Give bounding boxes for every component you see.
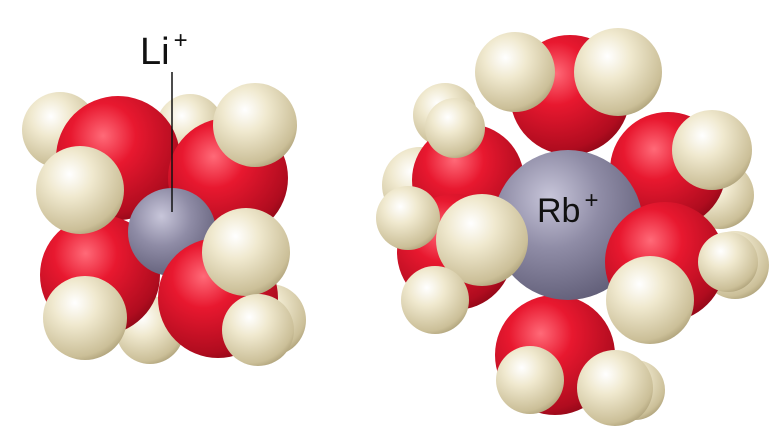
hydrogen-atom xyxy=(672,110,752,190)
hydrogen-atom xyxy=(213,83,297,167)
hydrogen-atom xyxy=(401,266,469,334)
hydrogen-atom xyxy=(436,194,528,286)
li-symbol: Li xyxy=(140,31,170,73)
hydrogen-atom xyxy=(577,350,653,426)
li-hydration-cluster: Li+ xyxy=(22,27,306,366)
li-charge: + xyxy=(174,27,188,54)
hydrogen-atom xyxy=(425,98,485,158)
hydrogen-atom xyxy=(475,32,555,112)
hydrogen-atom xyxy=(606,256,694,344)
rb-label: Rb+ xyxy=(537,187,598,230)
hydrogen-atom xyxy=(496,346,564,414)
hydrogen-atom xyxy=(43,276,127,360)
rb-symbol: Rb xyxy=(537,192,580,230)
hydrogen-atom xyxy=(36,146,124,234)
li-label: Li+ xyxy=(140,27,188,73)
hydrogen-atom xyxy=(222,294,294,366)
hydrogen-atom xyxy=(202,208,290,296)
rb-charge: + xyxy=(584,187,598,214)
hydrogen-atom xyxy=(376,186,440,250)
rb-hydration-cluster: Rb+ xyxy=(376,28,769,426)
hydrogen-atom xyxy=(698,232,758,292)
hydrogen-atom xyxy=(574,28,662,116)
